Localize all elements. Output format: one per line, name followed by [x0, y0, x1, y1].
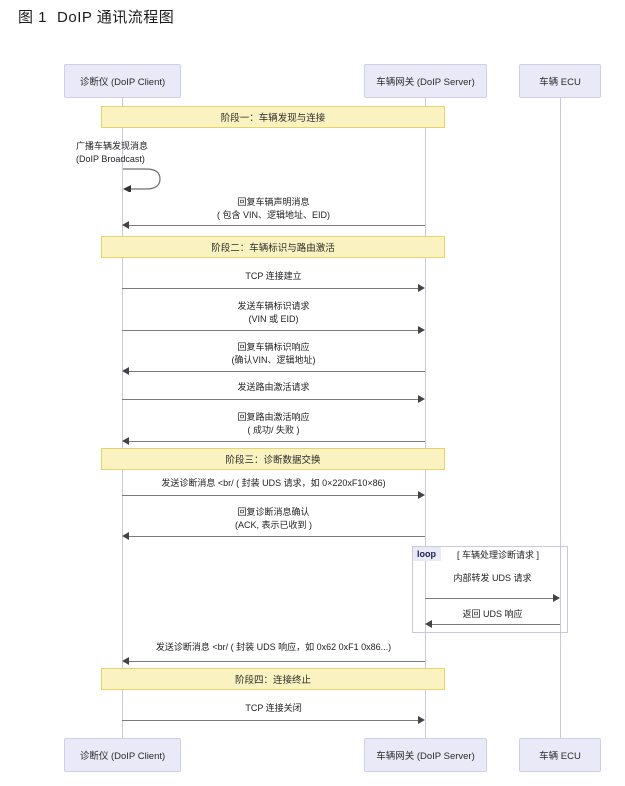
participant-server-bottom[interactable]: 车辆网关 (DoIP Server) — [364, 738, 487, 772]
message-tcp-close-line1: TCP 连接关闭 — [245, 703, 302, 713]
message-vid-response-line1: 回复车辆标识响应 — [237, 342, 310, 352]
message-arrowhead-vid-response — [122, 367, 129, 375]
figure-caption: DoIP 通讯流程图 — [57, 9, 175, 26]
message-label-diag-response: 发送诊断消息 <br/ ( 封装 UDS 响应，如 0x62 0xF1 0x86… — [122, 641, 425, 654]
message-label-vid-response: 回复车辆标识响应 (确认VIN、逻辑地址) — [122, 341, 425, 366]
phase-band-2: 阶段二：车辆标识与路由激活 — [101, 236, 445, 258]
message-arrowhead-tcp-connect — [418, 284, 425, 292]
participant-ecu-bottom[interactable]: 车辆 ECU — [519, 738, 601, 772]
message-arrow-forward-uds — [425, 598, 554, 599]
message-arrow-diag-ack — [125, 536, 425, 537]
message-routing-response-line2: ( 成功/ 失败 ) — [247, 424, 300, 435]
lifeline-client — [122, 98, 123, 740]
self-message-arrow-broadcast — [123, 168, 161, 192]
message-label-tcp-connect: TCP 连接建立 — [122, 270, 425, 283]
message-arrow-vid-request — [122, 330, 419, 331]
participant-client-bottom-label: 诊断仪 (DoIP Client) — [79, 751, 166, 762]
phase-band-1-label: 阶段一：车辆发现与连接 — [220, 113, 326, 124]
message-diag-response-line1: 发送诊断消息 <br/ ( 封装 UDS 响应，如 0x62 0xF1 0x86… — [155, 642, 392, 652]
participant-server-top[interactable]: 车辆网关 (DoIP Server) — [364, 64, 487, 98]
participant-client-bottom[interactable]: 诊断仪 (DoIP Client) — [64, 738, 181, 772]
participant-ecu-bottom-label: 车辆 ECU — [539, 751, 581, 762]
message-arrowhead-tcp-close — [418, 716, 425, 724]
message-label-announce: 回复车辆声明消息 ( 包含 VIN、逻辑地址、EID) — [122, 196, 425, 221]
participant-server-bottom-label: 车辆网关 (DoIP Server) — [376, 751, 475, 762]
participant-ecu-top[interactable]: 车辆 ECU — [519, 64, 601, 98]
loop-fragment — [412, 546, 568, 633]
message-label-return-uds: 返回 UDS 响应 — [425, 608, 560, 621]
message-arrowhead-announce — [122, 221, 129, 229]
message-arrowhead-vid-request — [418, 326, 425, 334]
phase-band-4-label: 阶段四：连接终止 — [234, 675, 311, 686]
message-arrowhead-routing-response — [122, 437, 129, 445]
lifeline-ecu — [560, 98, 561, 740]
message-diag-ack-line1: 回复诊断消息确认 — [237, 507, 310, 517]
message-routing-response-line1: 回复路由激活响应 — [237, 412, 310, 422]
message-arrow-tcp-close — [122, 720, 419, 721]
message-vid-request-line2: (VIN 或 EID) — [248, 313, 299, 324]
message-arrowhead-diag-response — [122, 657, 129, 665]
message-label-diag-ack: 回复诊断消息确认 (ACK, 表示已收到 ) — [122, 506, 425, 531]
message-label-broadcast: 广播车辆发现消息 (DoIP Broadcast) — [76, 140, 206, 165]
message-arrowhead-diag-ack — [122, 532, 129, 540]
message-broadcast-line1: 广播车辆发现消息 — [76, 141, 149, 151]
message-arrowhead-forward-uds — [553, 594, 560, 602]
message-label-routing-request: 发送路由激活请求 — [122, 381, 425, 394]
message-label-tcp-close: TCP 连接关闭 — [122, 702, 425, 715]
message-arrowhead-diag-request — [418, 491, 425, 499]
message-arrow-routing-request — [122, 399, 419, 400]
message-announce-line2: ( 包含 VIN、逻辑地址、EID) — [216, 209, 330, 220]
message-routing-request-line1: 发送路由激活请求 — [237, 382, 310, 392]
participant-ecu-label: 车辆 ECU — [539, 77, 581, 88]
phase-band-1: 阶段一：车辆发现与连接 — [101, 106, 445, 128]
message-vid-request-line1: 发送车辆标识请求 — [237, 301, 310, 311]
loop-fragment-guard: [ 车辆处理诊断请求 ] — [457, 550, 540, 560]
phase-band-3-label: 阶段三：诊断数据交换 — [225, 455, 321, 466]
message-arrow-vid-response — [125, 371, 425, 372]
message-tcp-connect-line1: TCP 连接建立 — [245, 271, 302, 281]
message-label-vid-request: 发送车辆标识请求 (VIN 或 EID) — [122, 300, 425, 325]
message-label-diag-request: 发送诊断消息 <br/ ( 封装 UDS 请求，如 0×220xF10×86) — [122, 477, 425, 490]
message-label-forward-uds: 内部转发 UDS 请求 — [425, 572, 560, 585]
phase-band-4: 阶段四：连接终止 — [101, 668, 445, 690]
message-arrow-routing-response — [125, 441, 425, 442]
message-broadcast-line2: (DoIP Broadcast) — [76, 153, 145, 164]
message-arrowhead-return-uds — [425, 620, 432, 628]
message-diag-request-line1: 发送诊断消息 <br/ ( 封装 UDS 请求，如 0×220xF10×86) — [161, 478, 386, 488]
message-forward-uds-line1: 内部转发 UDS 请求 — [453, 573, 532, 583]
lifeline-server — [425, 98, 426, 740]
message-diag-ack-line2: (ACK, 表示已收到 ) — [234, 519, 312, 530]
message-arrow-diag-request — [122, 495, 419, 496]
message-arrowhead-routing-request — [418, 395, 425, 403]
loop-fragment-operator: loop — [413, 547, 441, 561]
phase-band-3: 阶段三：诊断数据交换 — [101, 448, 445, 470]
message-return-uds-line1: 返回 UDS 响应 — [462, 609, 523, 619]
participant-client-top[interactable]: 诊断仪 (DoIP Client) — [64, 64, 181, 98]
message-arrow-tcp-connect — [122, 288, 419, 289]
message-label-routing-response: 回复路由激活响应 ( 成功/ 失败 ) — [122, 411, 425, 436]
message-arrow-announce — [125, 225, 425, 226]
message-vid-response-line2: (确认VIN、逻辑地址) — [231, 354, 316, 365]
message-arrow-return-uds — [428, 624, 560, 625]
phase-band-2-label: 阶段二：车辆标识与路由激活 — [211, 243, 335, 254]
participant-client-label: 诊断仪 (DoIP Client) — [79, 77, 166, 88]
message-arrow-diag-response — [125, 661, 425, 662]
message-announce-line1: 回复车辆声明消息 — [237, 197, 310, 207]
participant-server-label: 车辆网关 (DoIP Server) — [376, 77, 475, 88]
figure-title: 图 1 DoIP 通讯流程图 — [18, 6, 174, 27]
figure-number: 图 1 — [18, 9, 48, 26]
